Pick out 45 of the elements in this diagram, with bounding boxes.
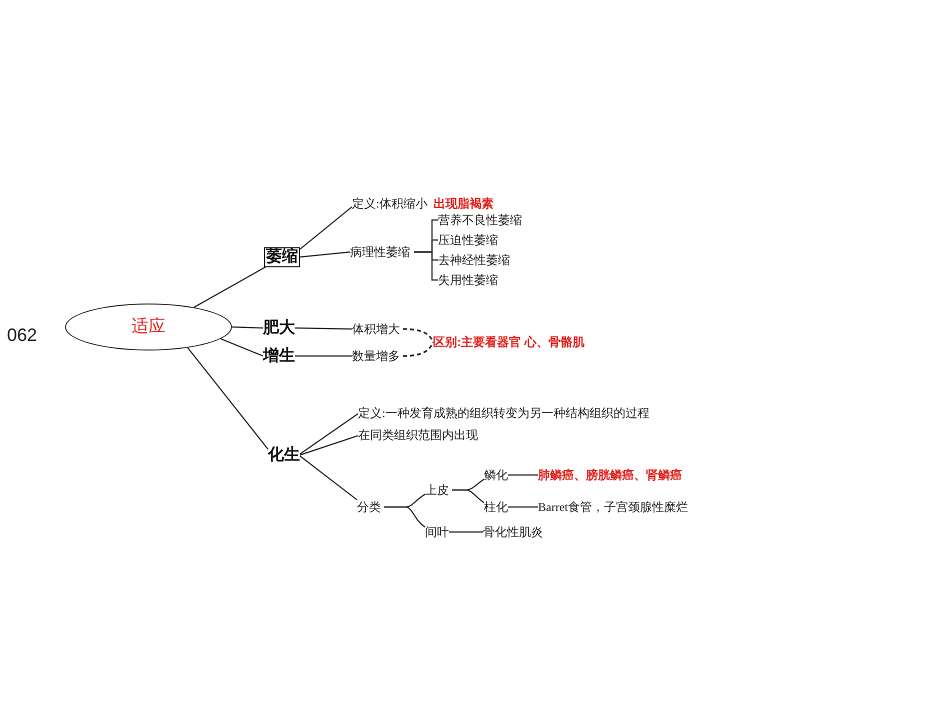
brace-line: [384, 506, 426, 528]
branch-text: 压迫性萎缩: [438, 232, 498, 248]
connector-line: [300, 435, 358, 456]
connector-line: [194, 266, 266, 308]
dashed-brace: [402, 342, 434, 357]
brace-line: [452, 489, 484, 504]
connector-line: [187, 347, 268, 450]
branch-text: 鳞化: [484, 468, 508, 482]
connector-line: [300, 413, 358, 454]
branch-text: 去神经性萎缩: [438, 252, 510, 268]
branch-text: 间叶: [425, 524, 449, 540]
connector-line: [300, 251, 350, 258]
branch-text: 上皮: [425, 482, 449, 498]
page-number: 062: [7, 325, 38, 347]
connector-line: [449, 531, 483, 533]
heading-text: 增生: [263, 346, 295, 366]
connector-line: [508, 474, 538, 476]
connector-line: [300, 206, 352, 250]
branch-text: 定义:体积缩小: [352, 196, 428, 210]
topic-ellipse: 适应: [65, 304, 232, 350]
branch-text: 骨化性肌炎: [483, 524, 543, 540]
heading-text: 化生: [268, 445, 300, 465]
connector-line: [232, 326, 264, 329]
connector-line: [294, 327, 352, 330]
connector-line: [295, 355, 352, 357]
branch-text: 病理性萎缩: [350, 244, 410, 260]
branch-text: Barret食管，子宫颈腺性糜烂: [538, 500, 688, 514]
bracket-line: [414, 251, 438, 281]
branch-text: 失用性萎缩: [438, 272, 498, 288]
note-text: 出现脂褐素: [433, 196, 494, 210]
note-text: 肺鳞癌、膀胱鳞癌、肾鳞癌: [538, 468, 682, 482]
heading-text: 肥大: [263, 318, 295, 338]
branch-text: 营养不良性萎缩: [438, 212, 522, 228]
branch-text: 柱化: [484, 500, 508, 514]
branch-text: 分类: [357, 500, 381, 514]
branch-text: 定义:一种发育成熟的组织转变为另一种结构组织的过程: [358, 406, 650, 420]
connector-line: [220, 338, 264, 357]
dashed-brace: [402, 328, 434, 342]
boxed-heading: 萎缩: [264, 247, 300, 267]
connector-line: [508, 506, 538, 508]
branch-text: 数量增多: [352, 348, 400, 364]
branch-text: 体积增大: [352, 322, 400, 336]
note-text: 区别:主要看器官 心、骨骼肌: [433, 334, 584, 350]
branch-text: 在同类组织范围内出现: [358, 428, 478, 442]
connector-line: [300, 456, 358, 500]
